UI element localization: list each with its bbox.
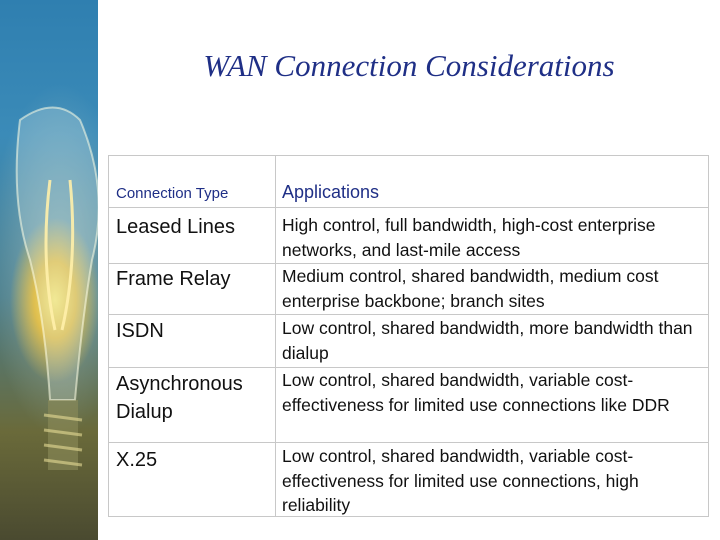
row-divider [109, 263, 708, 264]
lightbulb-icon [15, 106, 98, 470]
row-applications: Low control, shared bandwidth, variable … [282, 370, 670, 415]
column-divider [275, 156, 276, 516]
row-type: Asynchronous Dialup [116, 373, 243, 423]
header-connection-type: Connection Type [116, 185, 229, 202]
lightbulb-image [0, 0, 98, 540]
row-type: X.25 [116, 449, 158, 471]
row-applications: Low control, shared bandwidth, more band… [282, 318, 693, 363]
row-divider [109, 367, 708, 368]
row-divider [109, 314, 708, 315]
row-applications: Low control, shared bandwidth, variable … [282, 446, 639, 515]
row-applications: High control, full bandwidth, high-cost … [282, 215, 656, 260]
connection-table: Connection Type Applications Leased Line… [108, 155, 709, 517]
row-divider [109, 442, 708, 443]
header-applications: Applications [282, 182, 380, 202]
row-applications: Medium control, shared bandwidth, medium… [282, 266, 659, 311]
row-divider [109, 207, 708, 208]
row-type: ISDN [116, 320, 164, 342]
page-title: WAN Connection Considerations [203, 48, 615, 83]
row-type: Frame Relay [116, 268, 231, 290]
row-type: Leased Lines [116, 216, 235, 238]
